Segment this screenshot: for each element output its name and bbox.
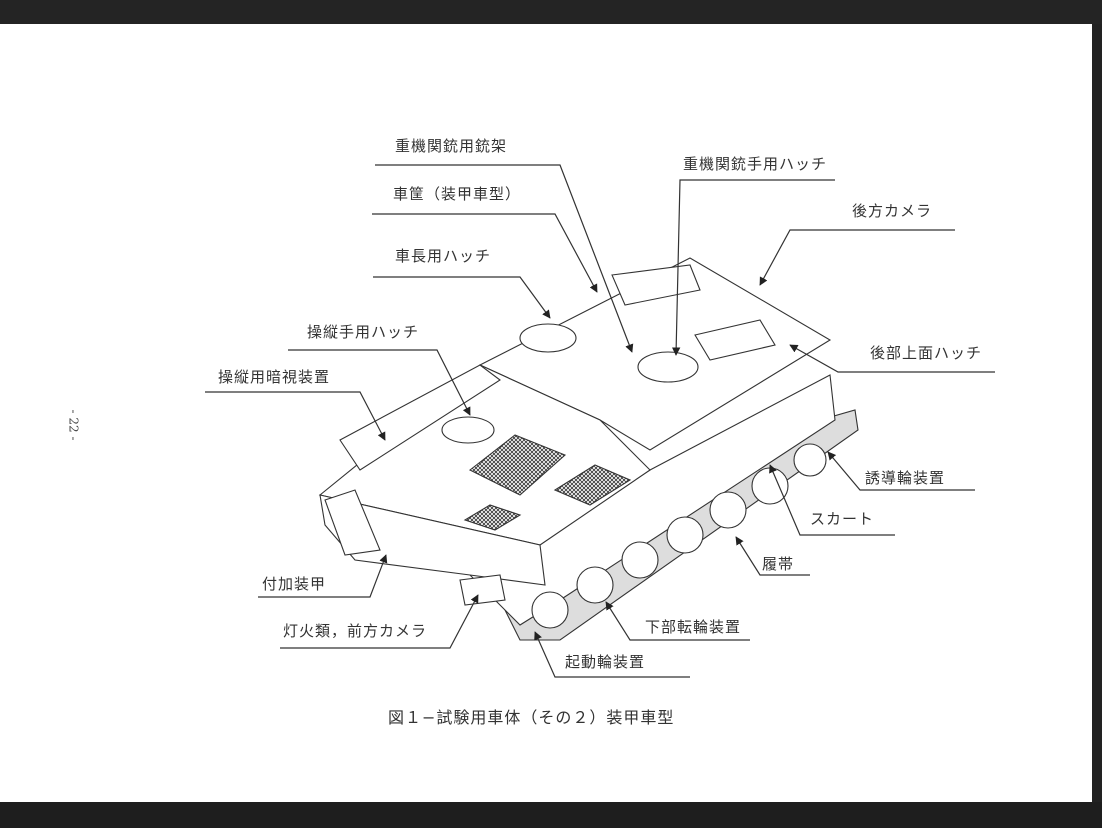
- label-hmg-gunner-hatch: 重機関銃手用ハッチ: [683, 155, 828, 173]
- label-rear-camera: 後方カメラ: [852, 202, 933, 220]
- bottom-bar: [0, 802, 1102, 828]
- label-rear-top-hatch: 後部上面ハッチ: [870, 344, 983, 362]
- label-road-wheels: 下部転輪装置: [645, 618, 742, 636]
- label-driver-hatch: 操縦手用ハッチ: [307, 323, 420, 341]
- vehicle-drawing: [318, 257, 859, 641]
- label-idler-wheel: 誘導輪装置: [865, 469, 946, 487]
- label-hull: 車筐（装甲車型）: [393, 185, 522, 203]
- leader-lines: [205, 164, 995, 678]
- label-driver-night-vision: 操縦用暗視装置: [218, 368, 331, 386]
- label-commander-hatch: 車長用ハッチ: [395, 247, 492, 265]
- label-lights-front-camera: 灯火類，前方カメラ: [283, 622, 428, 640]
- label-sprocket: 起動輪装置: [565, 653, 646, 671]
- label-track: 履帯: [762, 555, 795, 573]
- label-skirt: スカート: [810, 510, 875, 528]
- figure-caption: 図１−試験用車体（その２）装甲車型: [388, 708, 675, 727]
- page-number: - 22 -: [66, 409, 81, 441]
- label-hmg-mount: 重機関銃用銃架: [395, 137, 508, 155]
- top-bar: [0, 0, 1102, 24]
- label-add-on-armor: 付加装甲: [262, 575, 327, 593]
